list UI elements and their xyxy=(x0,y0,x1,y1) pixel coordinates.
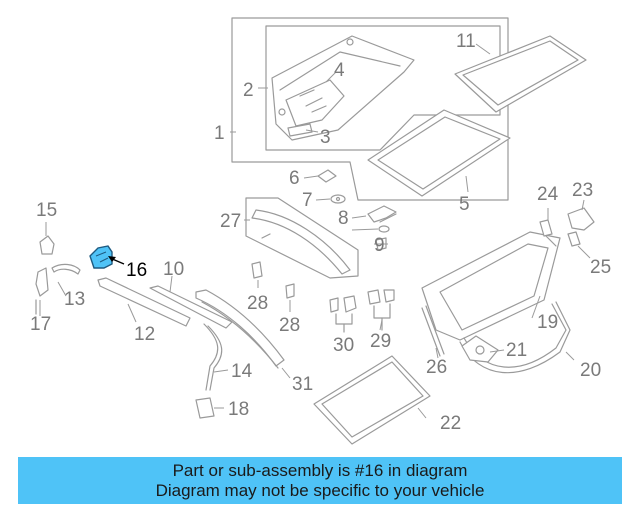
callout-17: 17 xyxy=(30,314,51,335)
banner-line-part: Part or sub-assembly is #16 in diagram xyxy=(172,461,468,480)
callout-31: 31 xyxy=(292,374,313,395)
callout-2: 2 xyxy=(243,80,254,101)
callout-20: 20 xyxy=(580,360,601,381)
callout-3: 3 xyxy=(320,127,331,148)
callout-15: 15 xyxy=(36,200,57,221)
left-trim-parts xyxy=(35,235,81,315)
callout-19: 19 xyxy=(537,312,558,333)
roof-panel-group xyxy=(231,17,509,201)
callout-7: 7 xyxy=(302,190,313,211)
callout-10: 10 xyxy=(163,259,184,280)
callout-21: 21 xyxy=(506,340,527,361)
callout-11: 11 xyxy=(456,31,476,52)
callout-23: 23 xyxy=(572,180,593,201)
callout-12: 12 xyxy=(134,324,155,345)
callout-25: 25 xyxy=(590,257,611,278)
hinge-parts xyxy=(539,207,595,247)
callout-26: 26 xyxy=(426,357,447,378)
callout-9: 9 xyxy=(374,235,385,256)
callout-1: 1 xyxy=(214,123,225,144)
part-16-highlighted xyxy=(89,245,125,269)
roof-glass-5 xyxy=(367,109,511,197)
callout-labels: 1 2 3 4 5 6 7 8 9 10 11 12 13 14 15 16 1… xyxy=(30,31,611,434)
callout-4: 4 xyxy=(334,60,345,81)
callout-8: 8 xyxy=(338,208,349,229)
clips-28-29-30 xyxy=(251,261,395,333)
callout-13: 13 xyxy=(64,289,85,310)
callout-22: 22 xyxy=(440,413,461,434)
callout-24: 24 xyxy=(537,184,559,205)
callout-28-lower: 28 xyxy=(279,315,300,336)
callout-18: 18 xyxy=(228,399,249,420)
glass-22 xyxy=(313,355,431,445)
callout-16: 16 xyxy=(126,260,147,281)
side-rail-27 xyxy=(245,197,359,279)
roof-glass-11 xyxy=(454,35,587,113)
leader-lines xyxy=(39,43,591,419)
callout-30: 30 xyxy=(333,335,354,356)
rear-window-assembly xyxy=(421,231,571,374)
weatherstrips xyxy=(97,277,285,419)
callout-6: 6 xyxy=(289,168,300,189)
banner-line-disclaimer: Diagram may not be specific to your vehi… xyxy=(155,481,485,500)
callout-14: 14 xyxy=(231,361,253,382)
callout-27: 27 xyxy=(220,211,241,232)
callout-28-upper: 28 xyxy=(247,293,268,314)
part-info-banner: Part or sub-assembly is #16 in diagram D… xyxy=(18,457,622,504)
callout-5: 5 xyxy=(459,194,470,215)
callout-29: 29 xyxy=(370,331,391,352)
